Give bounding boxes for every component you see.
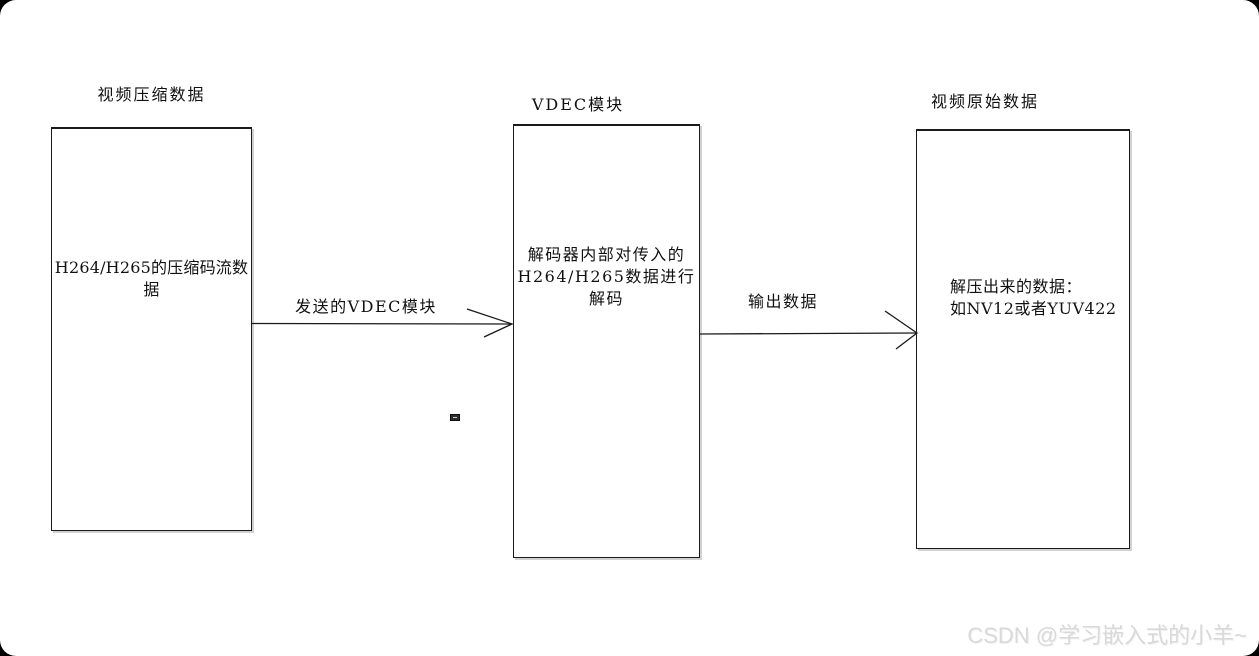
node-box-raw-data	[916, 129, 1130, 549]
arrow-line-output-data	[699, 332, 918, 335]
node-body-line: 如NV12或者YUV422	[950, 299, 1117, 318]
edge-label-output-data: 输出数据	[747, 292, 818, 311]
node-body-vdec-module: 解码器内部对传入的 H264/H265数据进行 解码	[513, 244, 700, 310]
node-body-line: H264/H265数据进行	[517, 267, 696, 286]
node-body-raw-data: 解压出来的数据： 如NV12或者YUV422	[950, 276, 1130, 320]
arrow-head-output-data	[884, 310, 919, 350]
node-title-raw-data: 视频原始数据	[930, 92, 1039, 111]
node-title-vdec-module: VDEC模块	[531, 95, 625, 114]
node-box-compressed-data	[51, 127, 252, 531]
node-body-line: 解码器内部对传入的	[527, 245, 686, 264]
node-body-line: 解码	[588, 289, 624, 308]
node-box-vdec-module	[513, 124, 700, 558]
small-dash-artifact	[450, 414, 460, 421]
node-body-compressed-data: H264/H265的压缩码流数据	[54, 258, 249, 299]
arrow-head-send-to-vdec	[466, 308, 514, 338]
node-title-compressed-data: 视频压缩数据	[97, 85, 206, 104]
edge-label-send-to-vdec: 发送的VDEC模块	[295, 297, 437, 316]
small-dash-artifact-highlight	[453, 417, 457, 418]
node-body-line: 解压出来的数据：	[950, 277, 1083, 296]
arrow-line-send-to-vdec	[251, 322, 513, 325]
csdn-watermark: CSDN @学习嵌入式的小羊~	[967, 623, 1247, 648]
